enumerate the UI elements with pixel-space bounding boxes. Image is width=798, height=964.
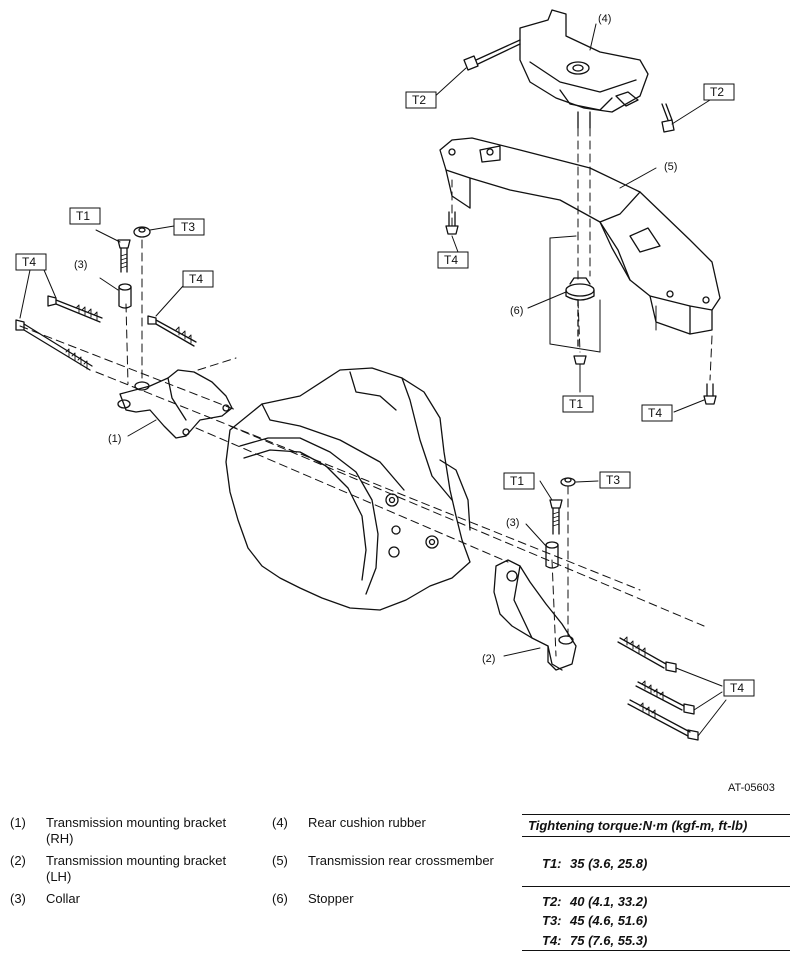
- svg-text:T2: T2: [412, 93, 426, 107]
- label-rear-cushion: (4): [598, 13, 611, 25]
- mounting-bracket-lh: [493, 559, 577, 671]
- bolt-t4-right-1: [617, 636, 677, 673]
- legend-text: Transmission mounting bracket: [46, 815, 227, 830]
- svg-text:T4: T4: [648, 406, 662, 420]
- rear-cushion-rubber: [519, 9, 649, 129]
- legend-text: Collar: [46, 891, 80, 906]
- legend-text: Transmission mounting bracket: [46, 853, 227, 868]
- svg-text:T4: T4: [22, 255, 36, 269]
- table-bottom-rule: [522, 950, 790, 951]
- svg-text:T3: T3: [181, 220, 195, 234]
- svg-text:T1: T1: [76, 209, 90, 223]
- alignment-lines: [19, 127, 713, 657]
- legend-number: (3): [10, 891, 26, 906]
- label-bracket-lh: (2): [482, 653, 495, 665]
- legend-text-line2: (LH): [46, 869, 72, 884]
- label-collar-left: (3): [74, 259, 87, 271]
- bolt-t2-right: [661, 103, 675, 133]
- callout-t2-left: T2: [405, 91, 437, 109]
- exploded-assembly-diagram: T4 T1 T3 T4 T2 T2 T4 T1 T4 T1 T3 T4 (3) …: [15, 9, 755, 741]
- callout-t3-upper-left: T3: [173, 218, 205, 236]
- callout-t4-right: T4: [723, 679, 755, 697]
- mounting-bracket-rh: [117, 369, 233, 439]
- bolt-t4-crossmember-left: [445, 211, 459, 235]
- legend-number: (6): [272, 891, 288, 906]
- callout-t4-crossmember: T4: [437, 251, 469, 269]
- callout-t3-right: T3: [599, 471, 631, 489]
- bolt-t4-upper-left: [47, 295, 103, 323]
- label-collar-right: (3): [506, 517, 519, 529]
- svg-text:T4: T4: [730, 681, 744, 695]
- collar-right: [545, 541, 559, 569]
- torque-value: 35 (3.6, 25.8): [570, 856, 648, 871]
- collar-left: [118, 283, 132, 309]
- table-divider: [522, 886, 790, 887]
- torque-key: T1:: [542, 856, 562, 871]
- legend-number: (2): [10, 853, 26, 868]
- callout-t1-stopper: T1: [562, 395, 594, 413]
- legend-number: (4): [272, 815, 288, 830]
- label-crossmember: (5): [664, 161, 677, 173]
- bolt-t4-left-short: [147, 315, 197, 347]
- callout-t2-right: T2: [703, 83, 735, 101]
- figure-code: AT-05603: [728, 782, 775, 794]
- stopper: [565, 277, 595, 351]
- bolt-t4-right-3: [627, 699, 699, 741]
- torque-table-title: Tightening torque:N·m (kgf-m, ft-lb): [522, 814, 790, 837]
- leader-lines: [19, 23, 727, 737]
- bolt-t1-stopper: [573, 355, 587, 365]
- legend-text: Rear cushion rubber: [308, 815, 426, 830]
- transmission-case: [225, 367, 471, 611]
- legend-number: (1): [10, 815, 26, 830]
- svg-text:T1: T1: [510, 474, 524, 488]
- torque-key: T3:: [542, 913, 562, 928]
- bolt-t4-crossmember-right: [703, 383, 717, 405]
- torque-table: Tightening torque:N·m (kgf-m, ft-lb) T1:…: [522, 814, 790, 951]
- torque-key: T4:: [542, 933, 562, 948]
- callout-t1-upper-left: T1: [69, 207, 101, 225]
- nut-t3-left: [133, 226, 151, 238]
- torque-value: 75 (7.6, 55.3): [570, 933, 648, 948]
- legend-text-line2: (RH): [46, 831, 74, 846]
- torque-value: 45 (4.6, 51.6): [570, 913, 648, 928]
- callout-t4-left-short: T4: [182, 270, 214, 288]
- legend-text: Stopper: [308, 891, 354, 906]
- label-stopper: (6): [510, 305, 523, 317]
- svg-text:T2: T2: [710, 85, 724, 99]
- bolt-t4-right-2: [635, 680, 695, 715]
- svg-text:T4: T4: [444, 253, 458, 267]
- bolt-t4-lower-left: [15, 319, 93, 371]
- torque-value: 40 (4.1, 33.2): [570, 894, 648, 909]
- legend-text: Transmission rear crossmember: [308, 853, 494, 868]
- torque-key: T2:: [542, 894, 562, 909]
- svg-text:T1: T1: [569, 397, 583, 411]
- bolt-t2-left: [463, 39, 521, 71]
- svg-text:T4: T4: [189, 272, 203, 286]
- legend-number: (5): [272, 853, 288, 868]
- label-bracket-rh: (1): [108, 433, 121, 445]
- rear-crossmember: [439, 137, 721, 335]
- callout-t4-upper-left: T4: [15, 253, 47, 271]
- callout-t1-right: T1: [503, 472, 535, 490]
- svg-text:T3: T3: [606, 473, 620, 487]
- bolt-t1-right: [549, 499, 563, 535]
- projection-box: [549, 235, 657, 353]
- callout-t4-crossmember-right: T4: [641, 404, 673, 422]
- bolt-t1-left: [117, 239, 131, 273]
- nut-t3-right: [560, 477, 576, 487]
